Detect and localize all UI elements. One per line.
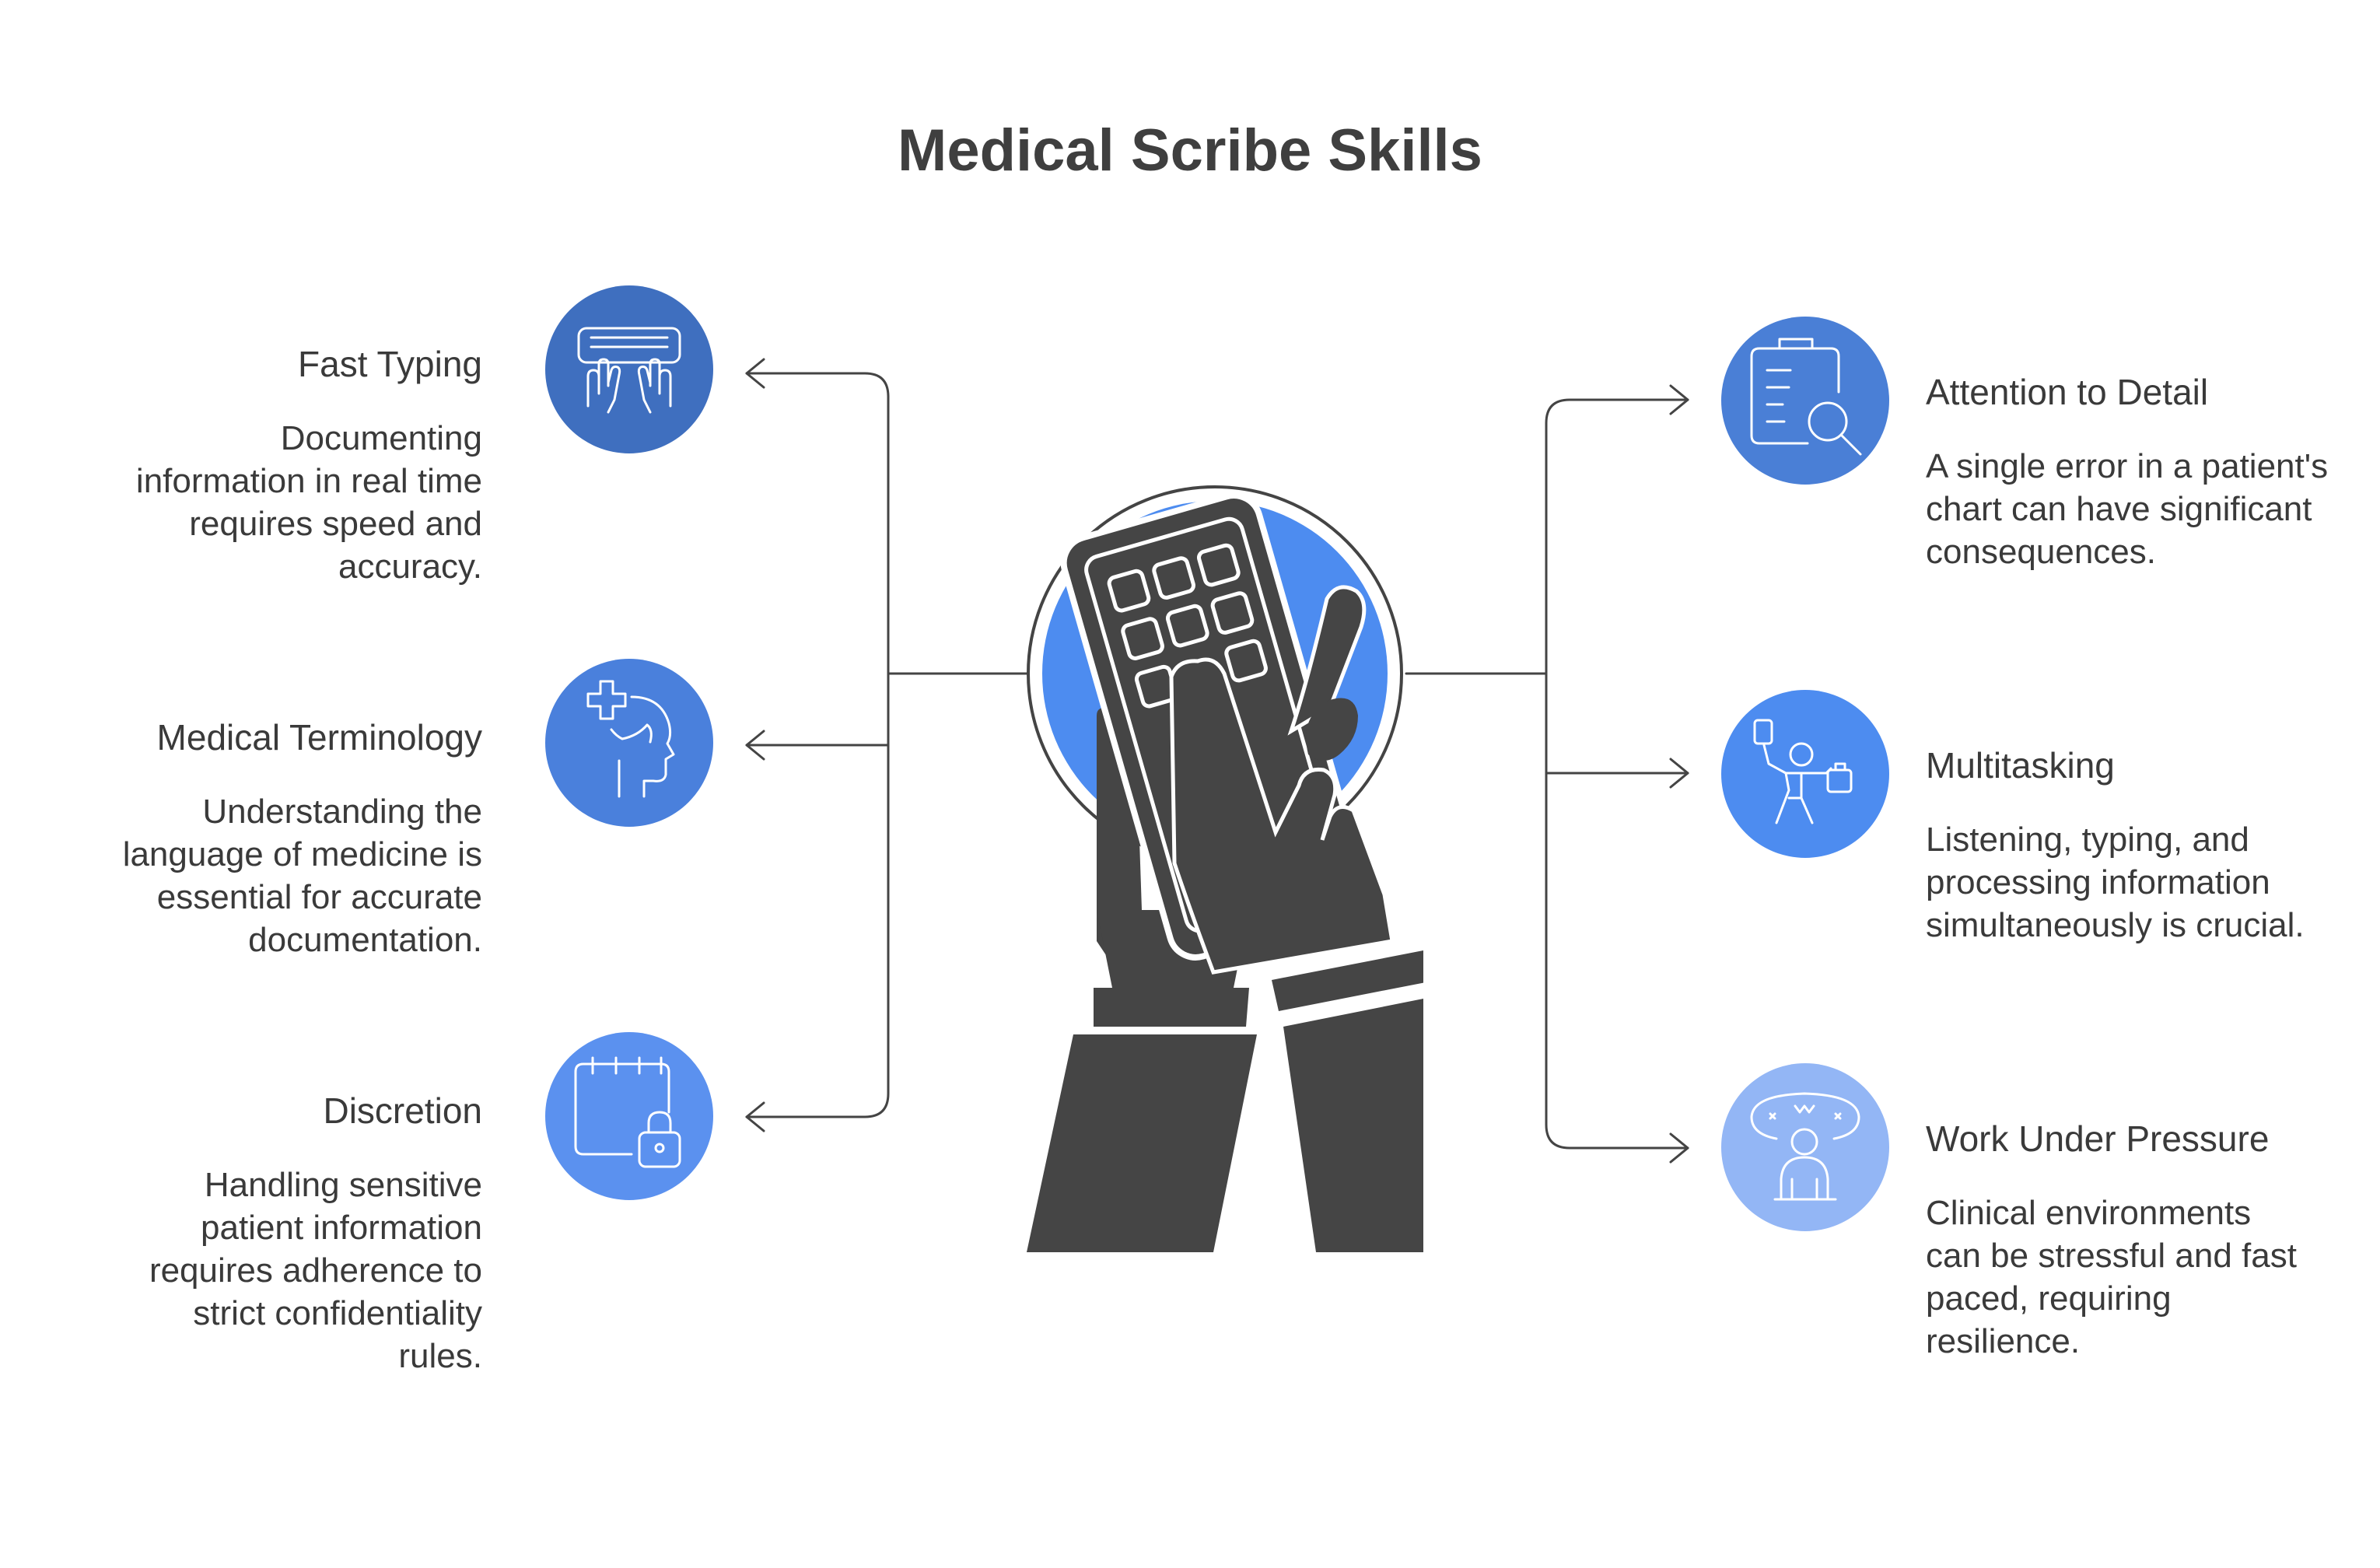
arrowhead-multitasking — [1669, 758, 1689, 789]
skill-fast-typing: Fast Typing Documenting information in r… — [16, 342, 482, 588]
arrowhead-medical-terminology — [745, 730, 765, 761]
arrowhead-discretion — [745, 1101, 765, 1132]
skill-description: Listening, typing, and processing inform… — [1926, 821, 2305, 944]
skill-description: Understanding the language of medicine i… — [122, 793, 482, 959]
skill-title: Fast Typing — [298, 344, 482, 384]
stressed-person-icon — [1721, 1063, 1889, 1231]
skill-medical-terminology: Medical Terminology Understanding the la… — [16, 716, 482, 961]
skill-multitasking: Multitasking Listening, typing, and proc… — [1926, 744, 2380, 947]
diagram-title: Medical Scribe Skills — [898, 117, 1482, 184]
skill-title: Attention to Detail — [1926, 372, 2209, 412]
skill-description: Handling sensitive patient information r… — [149, 1166, 482, 1375]
head-medical-cross-icon — [545, 659, 713, 827]
skill-title: Multitasking — [1926, 745, 2115, 786]
skill-discretion: Discretion Handling sensitive patient in… — [16, 1089, 482, 1377]
skill-description: A single error in a patient's chart can … — [1926, 447, 2329, 571]
arrowhead-attention — [1669, 384, 1689, 415]
skill-description: Documenting information in real time req… — [135, 419, 482, 586]
skill-attention-to-detail: Attention to Detail A single error in a … — [1926, 370, 2380, 573]
skill-title: Discretion — [323, 1090, 482, 1131]
keyboard-typing-hands-icon — [545, 285, 713, 453]
skill-description: Clinical environments can be stressful a… — [1926, 1194, 2297, 1360]
person-juggling-tasks-icon — [1721, 690, 1889, 858]
arrowhead-pressure — [1669, 1132, 1689, 1164]
skill-title: Work Under Pressure — [1926, 1118, 2270, 1159]
skill-work-under-pressure: Work Under Pressure Clinical environment… — [1926, 1117, 2380, 1363]
calendar-lock-icon — [545, 1032, 713, 1200]
hands-holding-tablet-icon — [1027, 485, 1423, 1252]
arrowhead-fast-typing — [745, 358, 765, 389]
clipboard-magnifier-icon — [1721, 317, 1889, 485]
skill-title: Medical Terminology — [156, 717, 482, 758]
